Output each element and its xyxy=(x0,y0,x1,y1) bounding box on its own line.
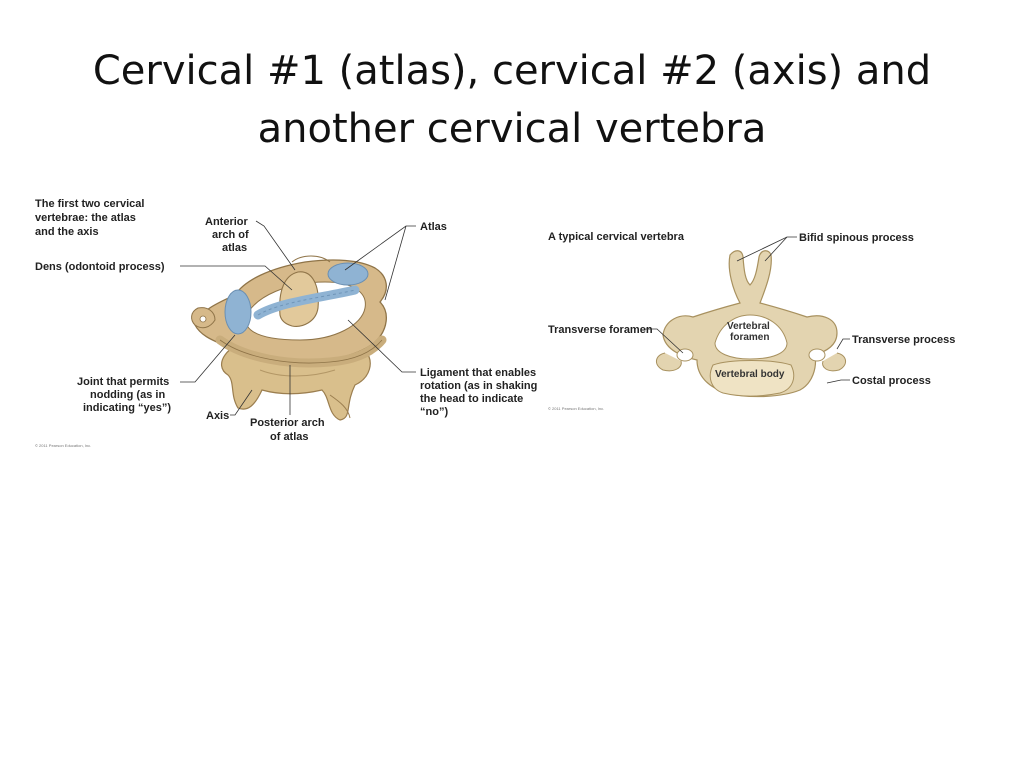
leader-anterior-arch xyxy=(255,220,296,271)
leader-costal-process xyxy=(826,379,850,384)
joint-nodding-line-2: nodding (as in xyxy=(90,389,165,401)
vertebral-foramen-line-1: Vertebral xyxy=(727,321,770,332)
vertebra-bone xyxy=(656,250,846,398)
leader-transverse-process xyxy=(836,338,850,350)
leader-atlas-2 xyxy=(384,225,407,301)
ligament-line-4: “no”) xyxy=(420,406,448,418)
transverse-foramen-left xyxy=(676,348,694,362)
right-copyright: © 2011 Pearson Education, Inc. xyxy=(548,406,604,411)
leader-ligament xyxy=(347,319,416,373)
left-copyright: © 2011 Pearson Education, Inc. xyxy=(35,443,91,448)
left-caption-line-1: The first two cervical xyxy=(35,198,144,210)
label-ligament: Ligament that enables rotation (as in sh… xyxy=(420,367,540,418)
anterior-arch-line-2: arch of xyxy=(212,229,249,241)
leader-joint-nodding xyxy=(180,334,236,383)
label-atlas: Atlas xyxy=(420,221,447,233)
slide-title: Cervical #1 (atlas), cervical #2 (axis) … xyxy=(40,42,984,158)
joint-nodding-line-1: Joint that permits xyxy=(77,376,169,388)
superior-facet-left xyxy=(224,289,252,335)
anterior-arch-line-3: atlas xyxy=(222,242,247,254)
label-dens: Dens (odontoid process) xyxy=(35,261,165,273)
label-transverse-process: Transverse process xyxy=(852,334,955,346)
title-line-1: Cervical #1 (atlas), cervical #2 (axis) … xyxy=(92,48,932,94)
left-caption-line-3: and the axis xyxy=(35,226,99,238)
transverse-foramen-right xyxy=(808,348,826,362)
ligament-line-3: the head to indicate xyxy=(420,393,523,405)
ligament-line-2: rotation (as in shaking xyxy=(420,380,537,392)
label-joint-nodding: Joint that permits nodding (as in indica… xyxy=(77,376,172,414)
vertebral-foramen-line-2: foramen xyxy=(730,332,769,343)
transverse-ligament xyxy=(253,285,360,320)
left-caption: The first two cervical vertebrae: the at… xyxy=(35,198,148,238)
label-costal-process: Costal process xyxy=(852,375,931,387)
atlas-axis-diagram: The first two cervical vertebrae: the at… xyxy=(35,198,540,448)
label-posterior-arch: Posterior arch of atlas xyxy=(250,417,328,443)
label-axis: Axis xyxy=(206,410,229,422)
label-vertebral-body: Vertebral body xyxy=(715,369,785,380)
ligament-line-1: Ligament that enables xyxy=(420,367,536,379)
cervical-vertebra-diagram: A typical cervical vertebra Vertebral fo… xyxy=(548,231,955,411)
anterior-arch-line-1: Anterior xyxy=(205,216,249,228)
left-caption-line-2: vertebrae: the atlas xyxy=(35,212,136,224)
leader-bifid-2 xyxy=(764,236,788,262)
title-line-2: another cervical vertebra xyxy=(257,106,767,152)
joint-nodding-line-3: indicating “yes”) xyxy=(83,402,171,414)
label-transverse-foramen: Transverse foramen xyxy=(548,324,653,336)
label-anterior-arch: Anterior arch of atlas xyxy=(205,216,252,254)
leader-axis xyxy=(230,389,253,416)
label-vertebral-foramen: Vertebral foramen xyxy=(727,321,773,343)
posterior-arch-line-1: Posterior arch xyxy=(250,417,325,429)
leader-transverse-foramen xyxy=(645,328,684,354)
superior-facet-right xyxy=(327,262,369,286)
leader-dens xyxy=(180,265,293,291)
right-caption: A typical cervical vertebra xyxy=(548,231,685,243)
posterior-arch-line-2: of atlas xyxy=(270,431,309,443)
label-bifid-spinous: Bifid spinous process xyxy=(799,232,914,244)
